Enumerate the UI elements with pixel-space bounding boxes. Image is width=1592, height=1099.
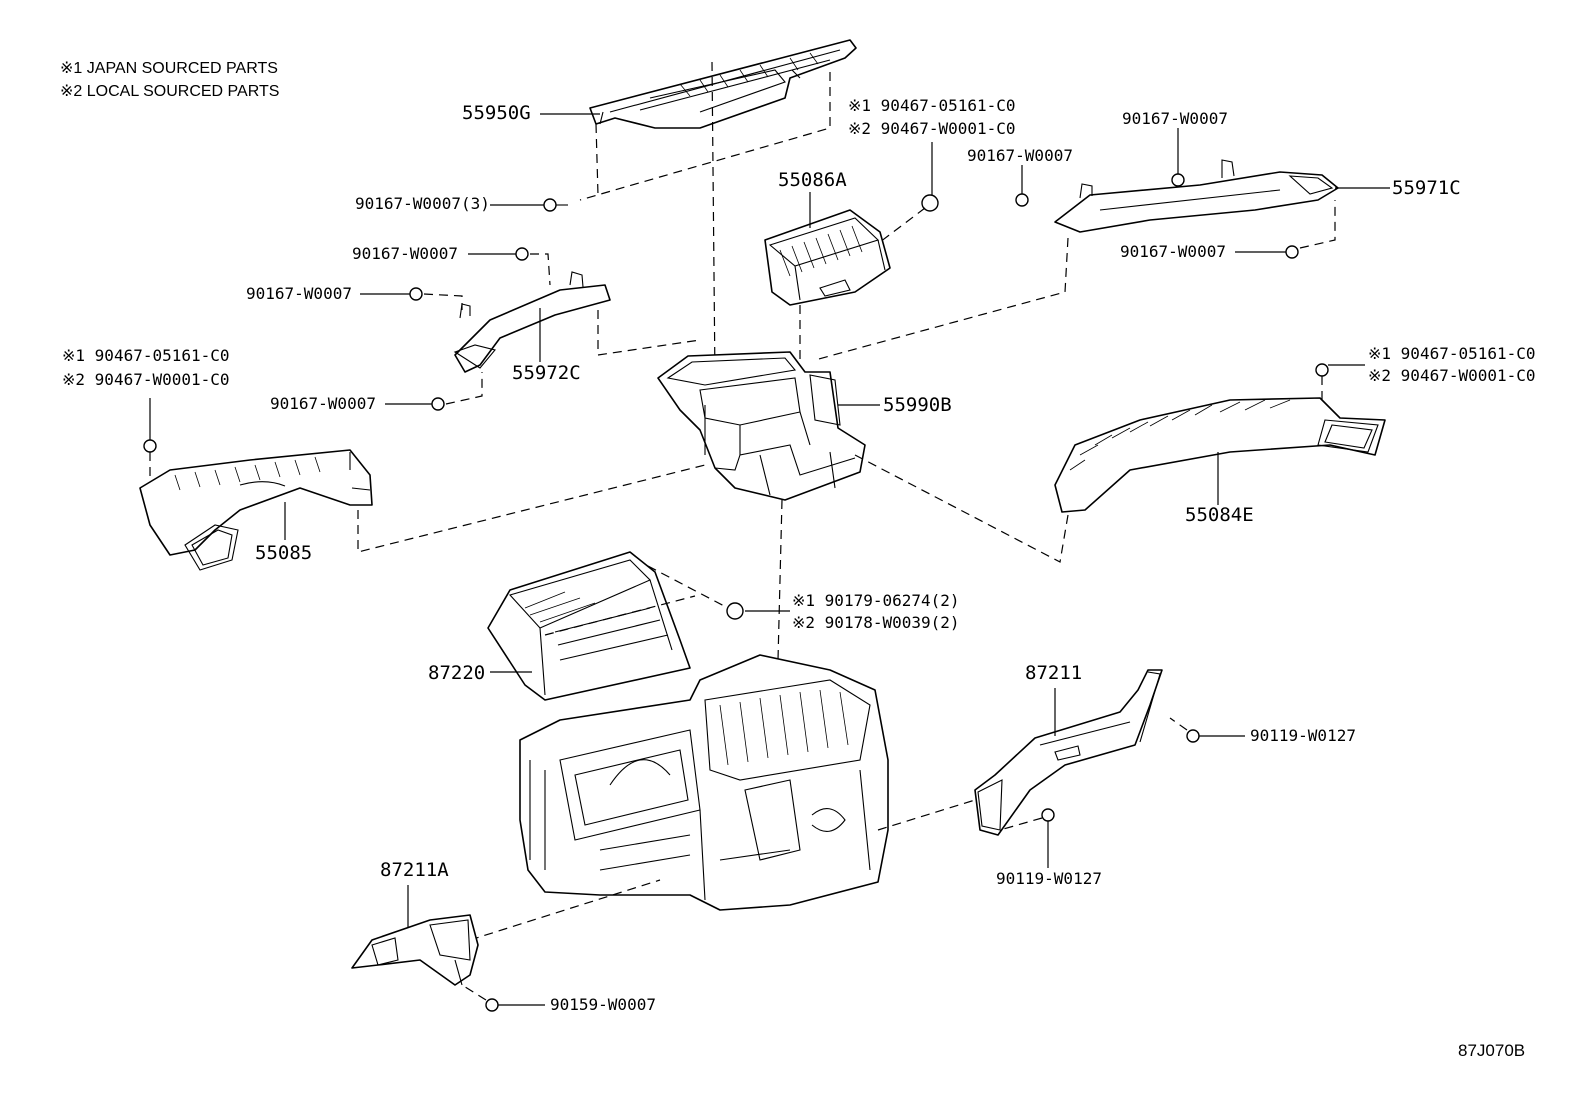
guide-55972C (597, 310, 701, 356)
note-japan: ※1 JAPAN SOURCED PARTS (60, 61, 278, 77)
part-87211A-drawing (351, 914, 479, 986)
guide-87220-b (544, 595, 696, 636)
screw-90167-d1 (431, 397, 445, 411)
screw-90167-b1 (409, 287, 423, 301)
screw-90159 (485, 998, 499, 1012)
screw-90167-f1 (1285, 245, 1299, 259)
guide-90167-d1 (445, 372, 483, 405)
guide-55950G-center (711, 61, 716, 381)
label-90167-a: 90167-W0007 (352, 244, 458, 263)
label-nut-jp: ※1 90179-06274(2) (792, 591, 960, 610)
label-top-clip-local: ※2 90467-W0001-C0 (848, 119, 1016, 138)
guide-55084E (854, 454, 1069, 563)
guide-90119-b (999, 817, 1043, 831)
label-nut-local: ※2 90178-W0039(2) (792, 613, 960, 632)
clip-55085 (143, 439, 157, 453)
note-japan-text: JAPAN SOURCED PARTS (86, 60, 278, 77)
guide-top-clip (879, 207, 926, 243)
screw-90119-a (1186, 729, 1200, 743)
label-90119-a: 90119-W0127 (1250, 726, 1356, 745)
guide-90167-b1 (423, 293, 463, 310)
label-55086A: 55086A (778, 169, 847, 191)
label-55972C: 55972C (512, 362, 581, 384)
part-55084E-drawing (1054, 397, 1386, 513)
label-90159: 90159-W0007 (550, 995, 656, 1014)
label-90167-3: 90167-W0007(3) (355, 194, 490, 213)
note-japan-marker: ※1 (60, 60, 83, 77)
guide-55950G-left (595, 123, 599, 196)
label-90119-b: 90119-W0127 (996, 869, 1102, 888)
guide-90119-a (1169, 717, 1188, 731)
screw-90167-a1 (515, 247, 529, 261)
label-87220: 87220 (428, 662, 486, 684)
label-left-clip-jp: ※1 90467-05161-C0 (62, 346, 230, 365)
screw-90167-3 (543, 198, 568, 212)
note-local-text: LOCAL SOURCED PARTS (86, 83, 280, 100)
guide-90159 (461, 984, 487, 1001)
screw-90119-b (1041, 808, 1055, 822)
part-87220-drawing (487, 551, 691, 701)
diagram-code: 87J070B (1458, 1041, 1526, 1060)
part-55971C-drawing (1054, 159, 1339, 233)
label-90167-d: 90167-W0007 (270, 394, 376, 413)
guide-55950G-right (579, 72, 831, 201)
part-55085-drawing (139, 449, 373, 571)
guide-90167-a1 (530, 253, 551, 286)
label-55085: 55085 (255, 542, 313, 564)
hvac-unit-drawing (519, 654, 889, 911)
label-55084E: 55084E (1185, 504, 1254, 526)
label-90167-b: 90167-W0007 (246, 284, 352, 303)
screw-90167-c1 (1171, 173, 1185, 187)
clip-55086A (921, 194, 939, 212)
part-55990B-drawing (657, 351, 866, 501)
label-87211: 87211 (1025, 662, 1083, 684)
note-local: ※2 LOCAL SOURCED PARTS (60, 84, 279, 100)
part-55972C-drawing (453, 271, 611, 373)
part-87211-drawing (974, 669, 1163, 836)
label-55950G: 55950G (462, 102, 531, 124)
label-55990B: 55990B (883, 394, 952, 416)
label-left-clip-local: ※2 90467-W0001-C0 (62, 370, 230, 389)
guide-87211 (877, 799, 976, 831)
label-right-clip-local: ※2 90467-W0001-C0 (1368, 366, 1536, 385)
label-87211A: 87211A (380, 859, 449, 881)
nut-90179 (726, 602, 744, 620)
label-55971C: 55971C (1392, 177, 1461, 199)
part-55086A-drawing (764, 209, 891, 306)
screw-90167-e1 (1015, 193, 1029, 207)
guide-55971C (1299, 200, 1336, 249)
label-right-clip-jp: ※1 90467-05161-C0 (1368, 344, 1536, 363)
clip-55084E (1315, 363, 1329, 377)
part-55950G-drawing (589, 39, 857, 129)
label-90167-e: 90167-W0007 (967, 146, 1073, 165)
note-local-marker: ※2 (60, 83, 83, 100)
guide-87220-a (647, 565, 729, 609)
label-top-clip-jp: ※1 90467-05161-C0 (848, 96, 1016, 115)
guide-87211A (469, 879, 661, 941)
guide-55085 (357, 464, 706, 553)
guide-55971C-down (814, 237, 1069, 361)
guide-55990B-down (777, 499, 783, 661)
label-90167-f: 90167-W0007 (1120, 242, 1226, 261)
label-90167-c: 90167-W0007 (1122, 109, 1228, 128)
